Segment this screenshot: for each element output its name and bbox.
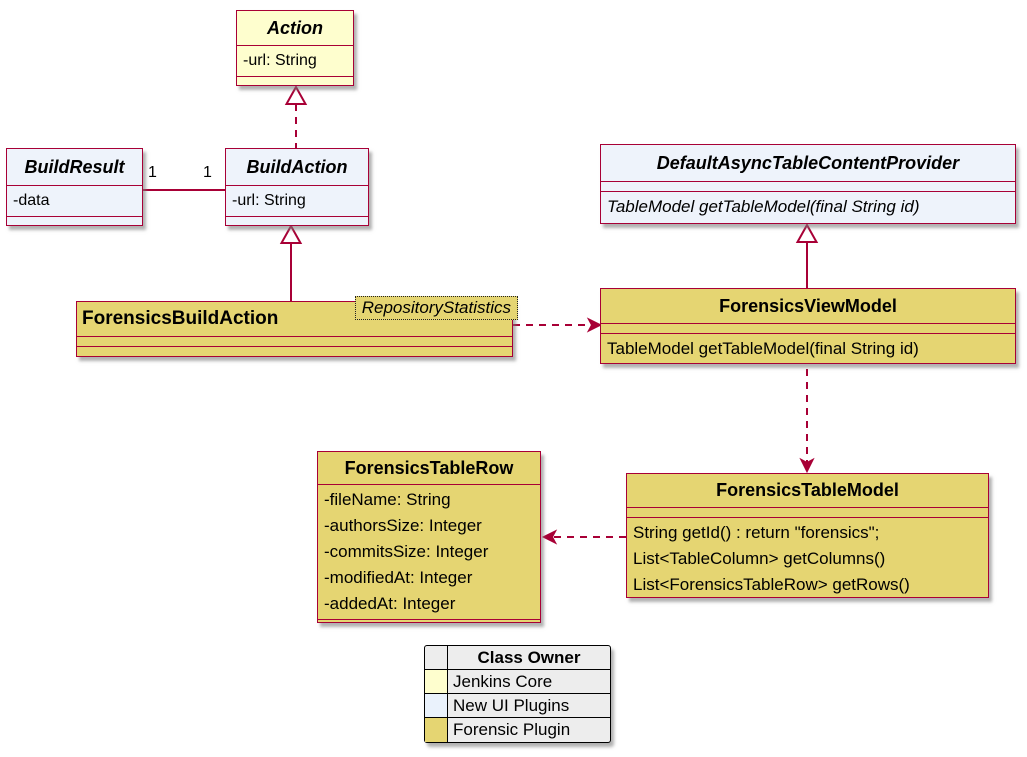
- hollow-triangle-icon: [795, 222, 819, 243]
- methods-compartment-empty: [77, 346, 512, 356]
- class-forensicsviewmodel: ForensicsViewModel TableModel getTableMo…: [600, 288, 1016, 364]
- methods-compartment-empty: [318, 619, 540, 622]
- attributes-compartment: -data: [7, 185, 142, 216]
- methods-compartment: TableModel getTableModel(final String id…: [601, 333, 1015, 364]
- legend-label-new-ui-plugins: New UI Plugins: [448, 694, 610, 718]
- multiplicity-label-right: 1: [203, 164, 212, 181]
- class-buildresult: BuildResult -data: [6, 148, 143, 226]
- class-buildaction: BuildAction -url: String: [225, 148, 369, 226]
- attributes-compartment-empty: [601, 323, 1015, 333]
- hollow-triangle-icon: [279, 223, 303, 244]
- multiplicity-label-left: 1: [148, 164, 157, 181]
- method: String getId() : return "forensics";: [633, 523, 880, 542]
- attribute: -url: String: [243, 52, 317, 69]
- class-title: BuildResult: [24, 156, 125, 177]
- attribute: -commitsSize: Integer: [324, 542, 489, 561]
- legend-label-forensic-plugin: Forensic Plugin: [453, 720, 571, 739]
- attribute: -addedAt: Integer: [324, 594, 456, 613]
- attributes-compartment-empty: [77, 336, 512, 346]
- class-action: Action -url: String: [236, 10, 354, 86]
- class-title: Action: [267, 17, 323, 38]
- class-title: BuildAction: [246, 156, 348, 177]
- attributes-compartment: -url: String: [237, 45, 353, 76]
- class-title: ForensicsTableModel: [716, 480, 899, 500]
- attribute: -data: [13, 192, 50, 209]
- attribute: -modifiedAt: Integer: [324, 568, 473, 587]
- methods-compartment-empty: [237, 76, 353, 85]
- legend-label-jenkins-core: Jenkins Core: [448, 670, 610, 694]
- methods-compartment-empty: [226, 216, 368, 225]
- class-forensicstablerow: ForensicsTableRow -fileName: String -aut…: [317, 451, 541, 623]
- legend-swatch-forensic-plugin: [425, 718, 448, 742]
- legend-header-swatch: [425, 646, 448, 670]
- attribute: -authorsSize: Integer: [324, 516, 482, 535]
- methods-compartment: String getId() : return "forensics"; Lis…: [627, 517, 988, 600]
- hollow-triangle-icon: [284, 84, 308, 105]
- class-forensicsbuildaction: ForensicsBuildAction RepositoryStatistic…: [76, 296, 518, 357]
- class-title: ForensicsViewModel: [719, 295, 897, 316]
- method: TableModel getTableModel(final String id…: [607, 197, 920, 216]
- legend-swatch-new-ui-plugins: [425, 694, 448, 718]
- class-title: ForensicsTableRow: [344, 457, 514, 478]
- attributes-compartment: -fileName: String -authorsSize: Integer …: [318, 484, 540, 619]
- class-forensicstablemodel: ForensicsTableModel String getId() : ret…: [626, 473, 989, 598]
- method: List<ForensicsTableRow> getRows(): [633, 575, 910, 594]
- attributes-compartment: -url: String: [226, 185, 368, 216]
- methods-compartment-empty: [7, 216, 142, 225]
- attributes-compartment-empty: [601, 181, 1015, 191]
- arrowhead-icon: [799, 457, 815, 474]
- attributes-compartment-empty: [627, 507, 988, 517]
- legend-swatch-jenkins-core: [425, 670, 448, 694]
- method: List<TableColumn> getColumns(): [633, 549, 886, 568]
- arrowhead-icon: [541, 529, 558, 545]
- legend: Class Owner Jenkins Core New UI Plugins …: [424, 645, 611, 743]
- legend-header: Class Owner: [448, 646, 610, 670]
- attribute: -fileName: String: [324, 490, 451, 509]
- attribute: -url: String: [232, 192, 306, 209]
- class-title: DefaultAsyncTableContentProvider: [656, 152, 960, 173]
- methods-compartment: TableModel getTableModel(final String id…: [601, 191, 1015, 223]
- generic-parameter-box: RepositoryStatistics: [354, 296, 518, 320]
- class-defaultasynctablecontentprovider: DefaultAsyncTableContentProvider TableMo…: [600, 144, 1016, 224]
- class-title: ForensicsBuildAction: [82, 308, 279, 329]
- method: TableModel getTableModel(final String id…: [607, 339, 919, 358]
